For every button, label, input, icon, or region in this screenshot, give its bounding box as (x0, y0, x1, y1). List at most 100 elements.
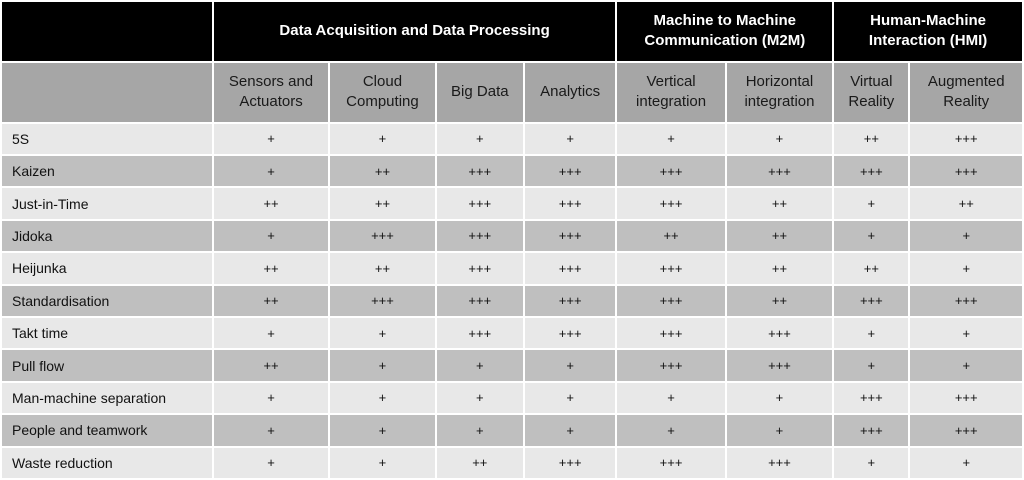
rating-cell: +++ (726, 350, 833, 381)
rating-cell: ++ (617, 220, 725, 252)
table-row: Jidoka++++++++++++++++ (2, 220, 1022, 252)
rating-cell: + (524, 382, 616, 414)
rating-cell: +++ (834, 415, 909, 446)
rating-cell: + (213, 220, 329, 252)
column-header-horizontal: Horizontal integration (726, 62, 833, 122)
row-label: Standardisation (2, 285, 212, 316)
column-header-analytics: Analytics (524, 62, 616, 122)
rating-cell: + (834, 350, 909, 381)
table-row: Kaizen+++++++++++++++++++++ (2, 155, 1022, 187)
rating-cell: ++ (726, 253, 833, 284)
rating-cell: + (330, 415, 435, 446)
table-row: Just-in-Time++++++++++++++++++ (2, 188, 1022, 219)
rating-cell: + (617, 382, 725, 414)
rating-cell: +++ (436, 285, 523, 316)
row-label: Man-machine separation (2, 382, 212, 414)
rating-cell: +++ (617, 350, 725, 381)
row-label: People and teamwork (2, 415, 212, 446)
rating-cell: +++ (726, 155, 833, 187)
rating-cell: +++ (524, 447, 616, 478)
column-header-virtual-reality: Virtual Reality (834, 62, 909, 122)
rating-cell: + (834, 220, 909, 252)
row-label: Pull flow (2, 350, 212, 381)
rating-cell: +++ (436, 188, 523, 219)
rating-cell: + (330, 123, 435, 154)
rating-cell: +++ (330, 285, 435, 316)
rating-cell: +++ (436, 155, 523, 187)
rating-cell: + (910, 317, 1022, 349)
header-corner-top (2, 2, 212, 61)
rating-cell: + (213, 447, 329, 478)
rating-cell: +++ (524, 220, 616, 252)
rating-cell: ++ (213, 188, 329, 219)
group-header-data-acquisition: Data Acquisition and Data Processing (213, 2, 616, 61)
rating-cell: +++ (617, 285, 725, 316)
header-corner-sub (2, 62, 212, 122)
rating-cell: + (436, 123, 523, 154)
rating-cell: + (910, 350, 1022, 381)
rating-cell: + (213, 123, 329, 154)
rating-cell: + (834, 317, 909, 349)
rating-cell: +++ (617, 155, 725, 187)
rating-cell: ++ (834, 123, 909, 154)
rating-cell: ++ (330, 253, 435, 284)
rating-cell: + (910, 220, 1022, 252)
rating-cell: +++ (524, 285, 616, 316)
rating-cell: +++ (436, 317, 523, 349)
rating-cell: ++ (213, 253, 329, 284)
row-label: Just-in-Time (2, 188, 212, 219)
rating-cell: + (436, 415, 523, 446)
rating-cell: ++ (213, 285, 329, 316)
row-label: Takt time (2, 317, 212, 349)
rating-cell: ++ (330, 188, 435, 219)
rating-cell: +++ (524, 155, 616, 187)
row-label: Kaizen (2, 155, 212, 187)
rating-cell: +++ (617, 447, 725, 478)
column-header-sensors: Sensors and Actuators (213, 62, 329, 122)
row-label: Heijunka (2, 253, 212, 284)
rating-cell: +++ (834, 382, 909, 414)
rating-cell: + (726, 382, 833, 414)
rating-cell: + (910, 253, 1022, 284)
rating-cell: +++ (330, 220, 435, 252)
table-row: Pull flow+++++++++++++ (2, 350, 1022, 381)
rating-cell: ++ (330, 155, 435, 187)
rating-cell: +++ (436, 220, 523, 252)
rating-cell: + (834, 188, 909, 219)
rating-cell: + (330, 447, 435, 478)
rating-cell: +++ (834, 285, 909, 316)
rating-cell: + (726, 415, 833, 446)
rating-cell: +++ (617, 317, 725, 349)
rating-cell: ++ (436, 447, 523, 478)
rating-cell: + (524, 350, 616, 381)
column-header-vertical: Vertical integration (617, 62, 725, 122)
rating-cell: + (524, 123, 616, 154)
rating-cell: +++ (910, 415, 1022, 446)
table-row: Heijunka++++++++++++++++++ (2, 253, 1022, 284)
rating-cell: + (617, 415, 725, 446)
column-header-augmented-reality: Augmented Reality (910, 62, 1022, 122)
rating-cell: + (617, 123, 725, 154)
rating-cell: +++ (524, 188, 616, 219)
rating-cell: +++ (910, 285, 1022, 316)
column-header-big-data: Big Data (436, 62, 523, 122)
rating-cell: + (213, 155, 329, 187)
rating-cell: +++ (726, 317, 833, 349)
rating-cell: + (213, 382, 329, 414)
rating-cell: + (330, 382, 435, 414)
rating-cell: + (436, 382, 523, 414)
rating-cell: + (330, 350, 435, 381)
table-row: People and teamwork++++++++++++ (2, 415, 1022, 446)
rating-cell: ++ (726, 285, 833, 316)
row-label: 5S (2, 123, 212, 154)
rating-cell: +++ (617, 188, 725, 219)
rating-cell: ++ (910, 188, 1022, 219)
rating-cell: +++ (436, 253, 523, 284)
rating-cell: + (726, 123, 833, 154)
rating-cell: +++ (617, 253, 725, 284)
table-row: Standardisation++++++++++++++++++++++ (2, 285, 1022, 316)
rating-cell: ++ (726, 220, 833, 252)
table-row: Man-machine separation++++++++++++ (2, 382, 1022, 414)
rating-cell: + (834, 447, 909, 478)
